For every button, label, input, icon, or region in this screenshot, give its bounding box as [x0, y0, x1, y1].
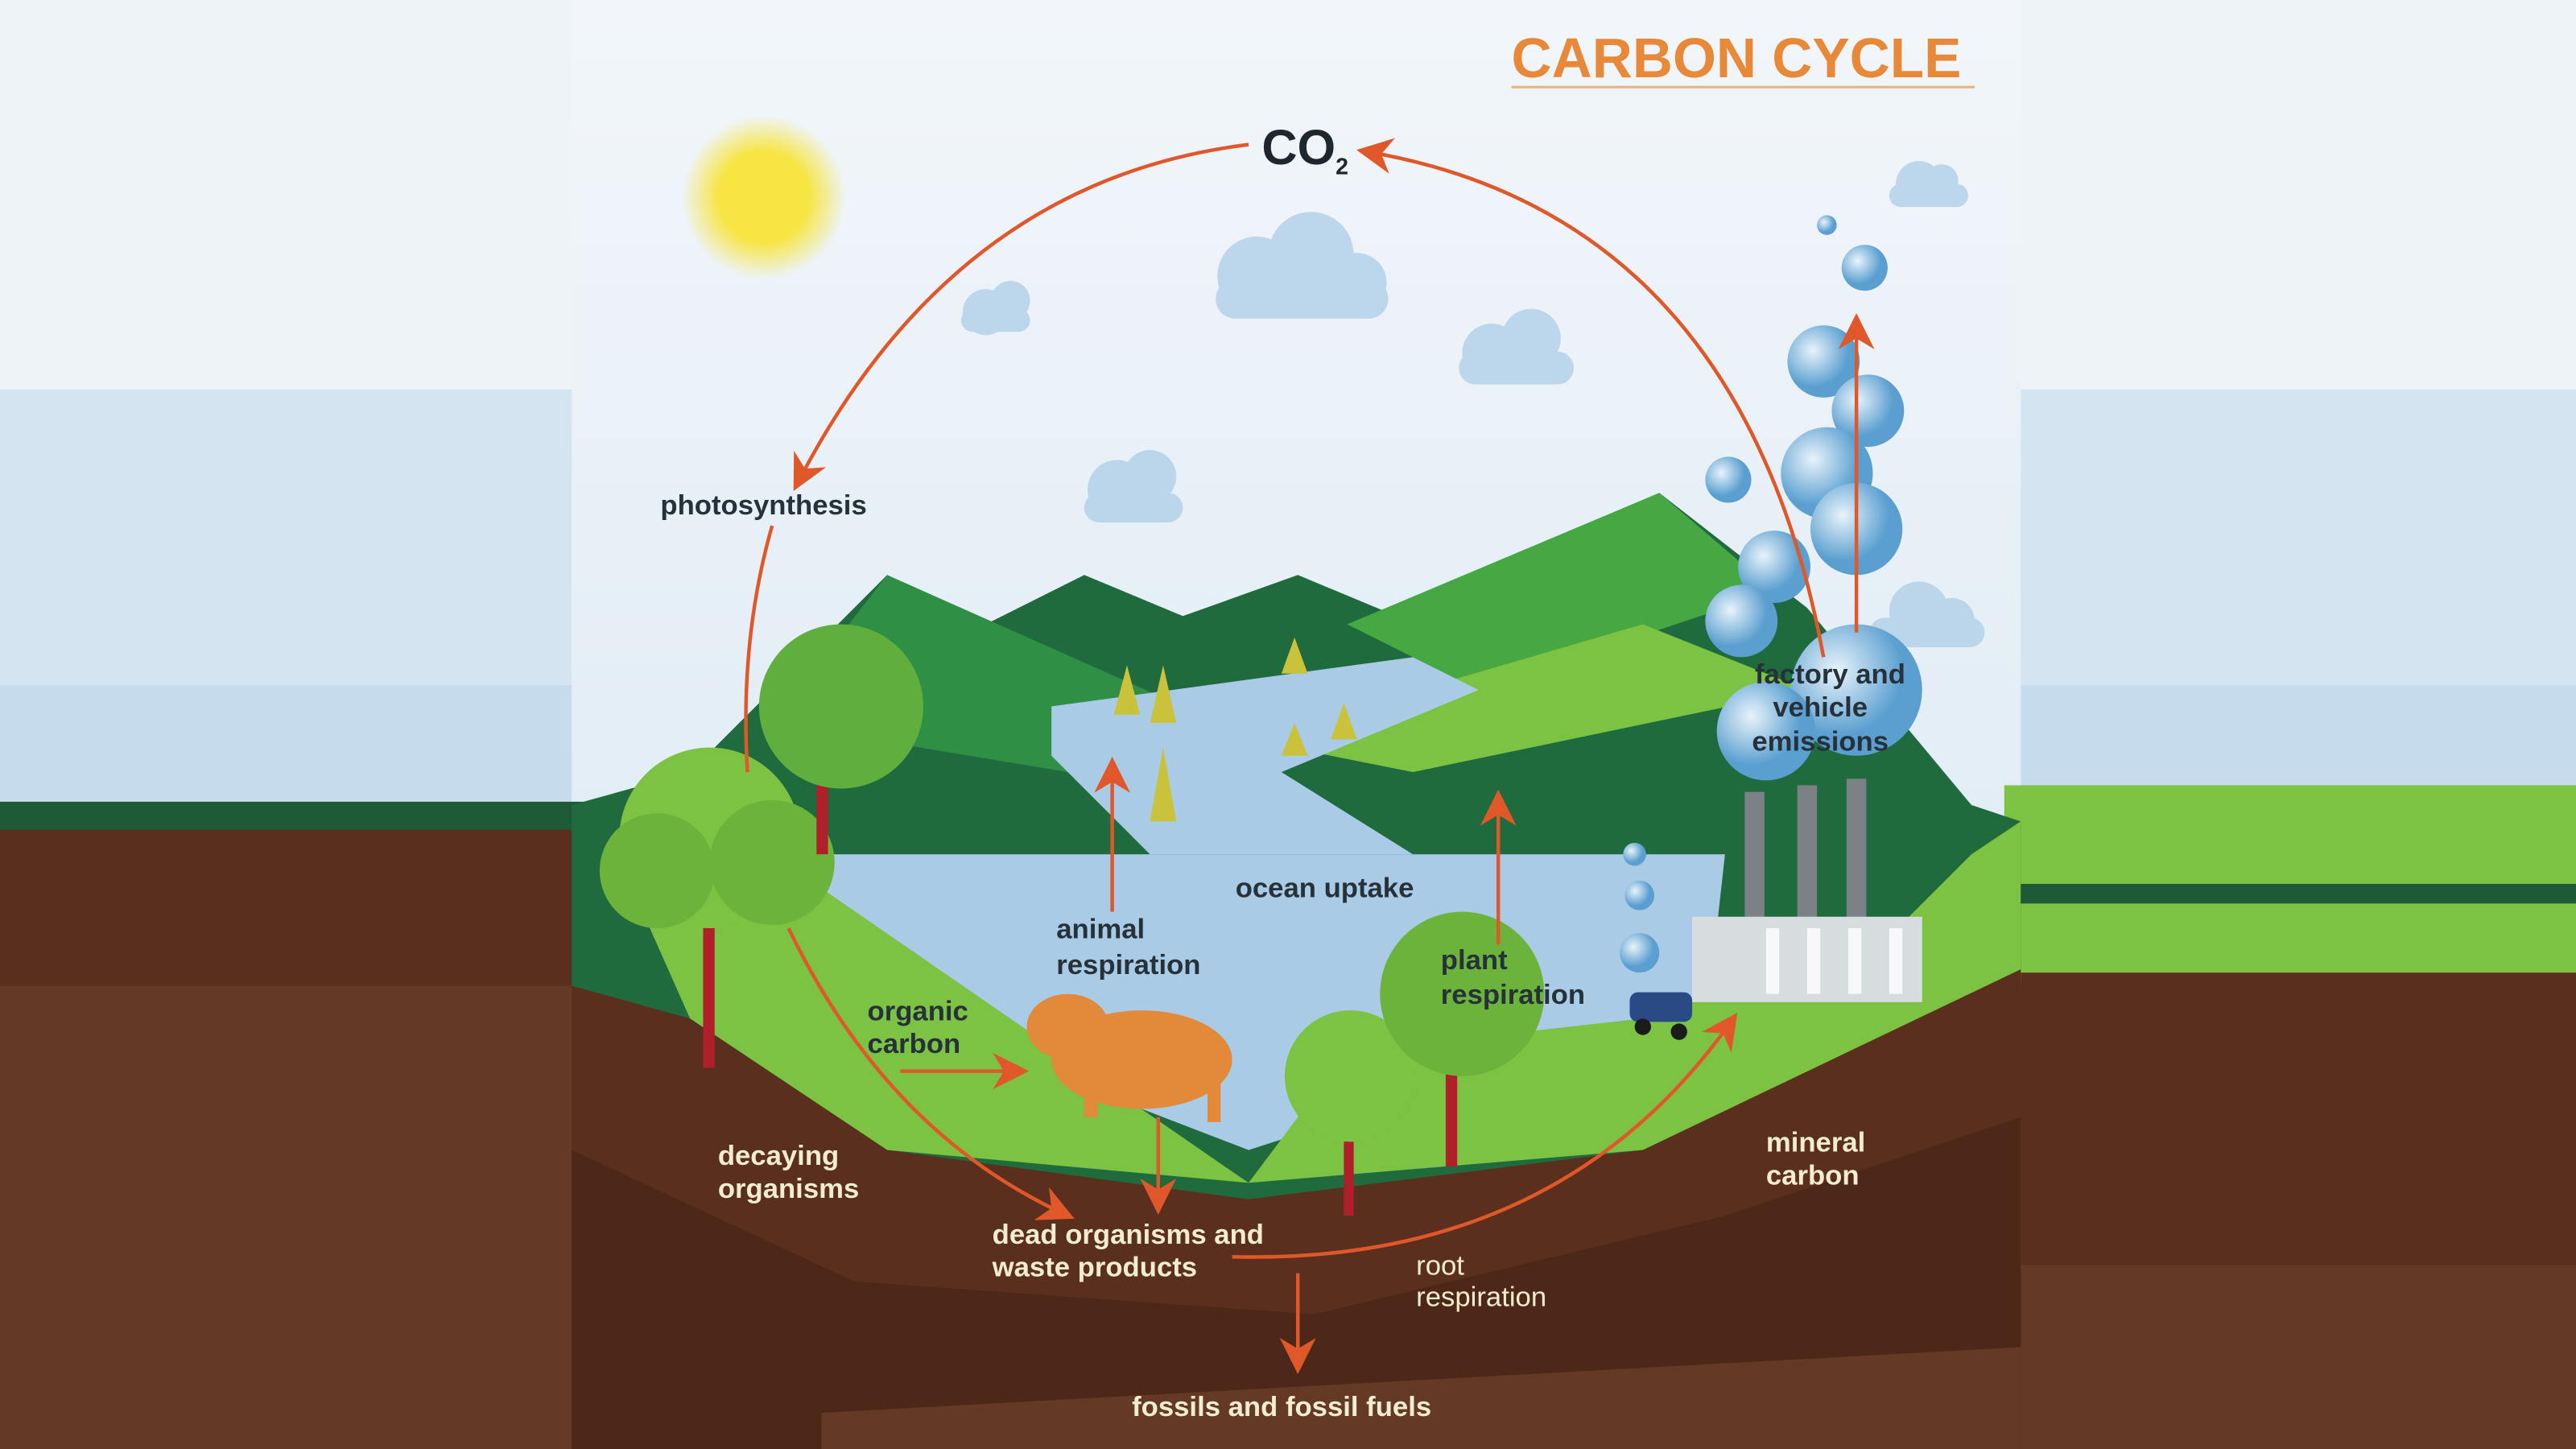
cloud-icon: [960, 280, 1030, 336]
label-emissions-1: factory and: [1755, 659, 1905, 690]
car-icon: [1629, 992, 1693, 1040]
label-organic-carbon-2: carbon: [868, 1029, 961, 1059]
label-dead-organisms-1: dead organisms and: [993, 1220, 1264, 1250]
arrow-to-dead-organisms: [786, 927, 1075, 1220]
label-photosynthesis: photosynthesis: [660, 490, 866, 521]
sun-icon: [681, 114, 847, 279]
label-root-respiration-2: respiration: [1416, 1282, 1546, 1312]
tree-icon: [758, 624, 923, 855]
label-animal-respiration-2: respiration: [1056, 950, 1200, 980]
cloud-icon: [1084, 450, 1183, 522]
label-mineral-carbon-1: mineral: [1766, 1128, 1865, 1158]
label-fossils: fossils and fossil fuels: [1132, 1392, 1431, 1422]
tree-icon: [599, 747, 835, 1068]
label-root-respiration-1: root: [1416, 1251, 1464, 1282]
label-animal-respiration-1: animal: [1056, 914, 1145, 944]
tree-icon: [1380, 911, 1545, 1166]
label-plant-respiration-2: respiration: [1441, 980, 1585, 1010]
carbon-flow-arrows: [744, 138, 1875, 1374]
label-decaying-organisms-2: organisms: [718, 1174, 859, 1204]
labels: photosynthesis factory and vehicle emiss…: [660, 490, 1905, 1422]
label-decaying-organisms-1: decaying: [718, 1141, 839, 1171]
label-emissions-3: emissions: [1752, 727, 1889, 758]
arrow-mineral-to-factory: [1232, 1012, 1738, 1259]
cloud-icon: [1459, 308, 1575, 385]
bison-icon: [1026, 993, 1232, 1122]
co2-label: CO2: [1261, 120, 1348, 180]
arrow-photosynthesis-to-plants: [744, 525, 774, 773]
diagram-title: CARBON CYCLE: [1512, 27, 1962, 89]
arrow-emissions-to-co2: [1356, 138, 1826, 658]
cloud-icon: [1889, 161, 1968, 208]
label-mineral-carbon-2: carbon: [1766, 1160, 1860, 1191]
label-emissions-2: vehicle: [1773, 692, 1868, 723]
label-ocean-uptake: ocean uptake: [1236, 873, 1414, 903]
label-plant-respiration-1: plant: [1441, 945, 1508, 976]
cloud-icon: [1216, 212, 1389, 319]
cloud-icon: [1869, 581, 1985, 648]
tree-icon: [1284, 1010, 1417, 1216]
factory-icon: [1692, 778, 1922, 1002]
emission-bubbles: [1620, 215, 1922, 973]
trees: [599, 624, 1545, 1216]
arrow-co2-to-photosynthesis: [793, 142, 1249, 492]
label-dead-organisms-2: waste products: [992, 1253, 1197, 1283]
label-organic-carbon-1: organic: [868, 996, 968, 1026]
clouds: [960, 161, 1985, 648]
